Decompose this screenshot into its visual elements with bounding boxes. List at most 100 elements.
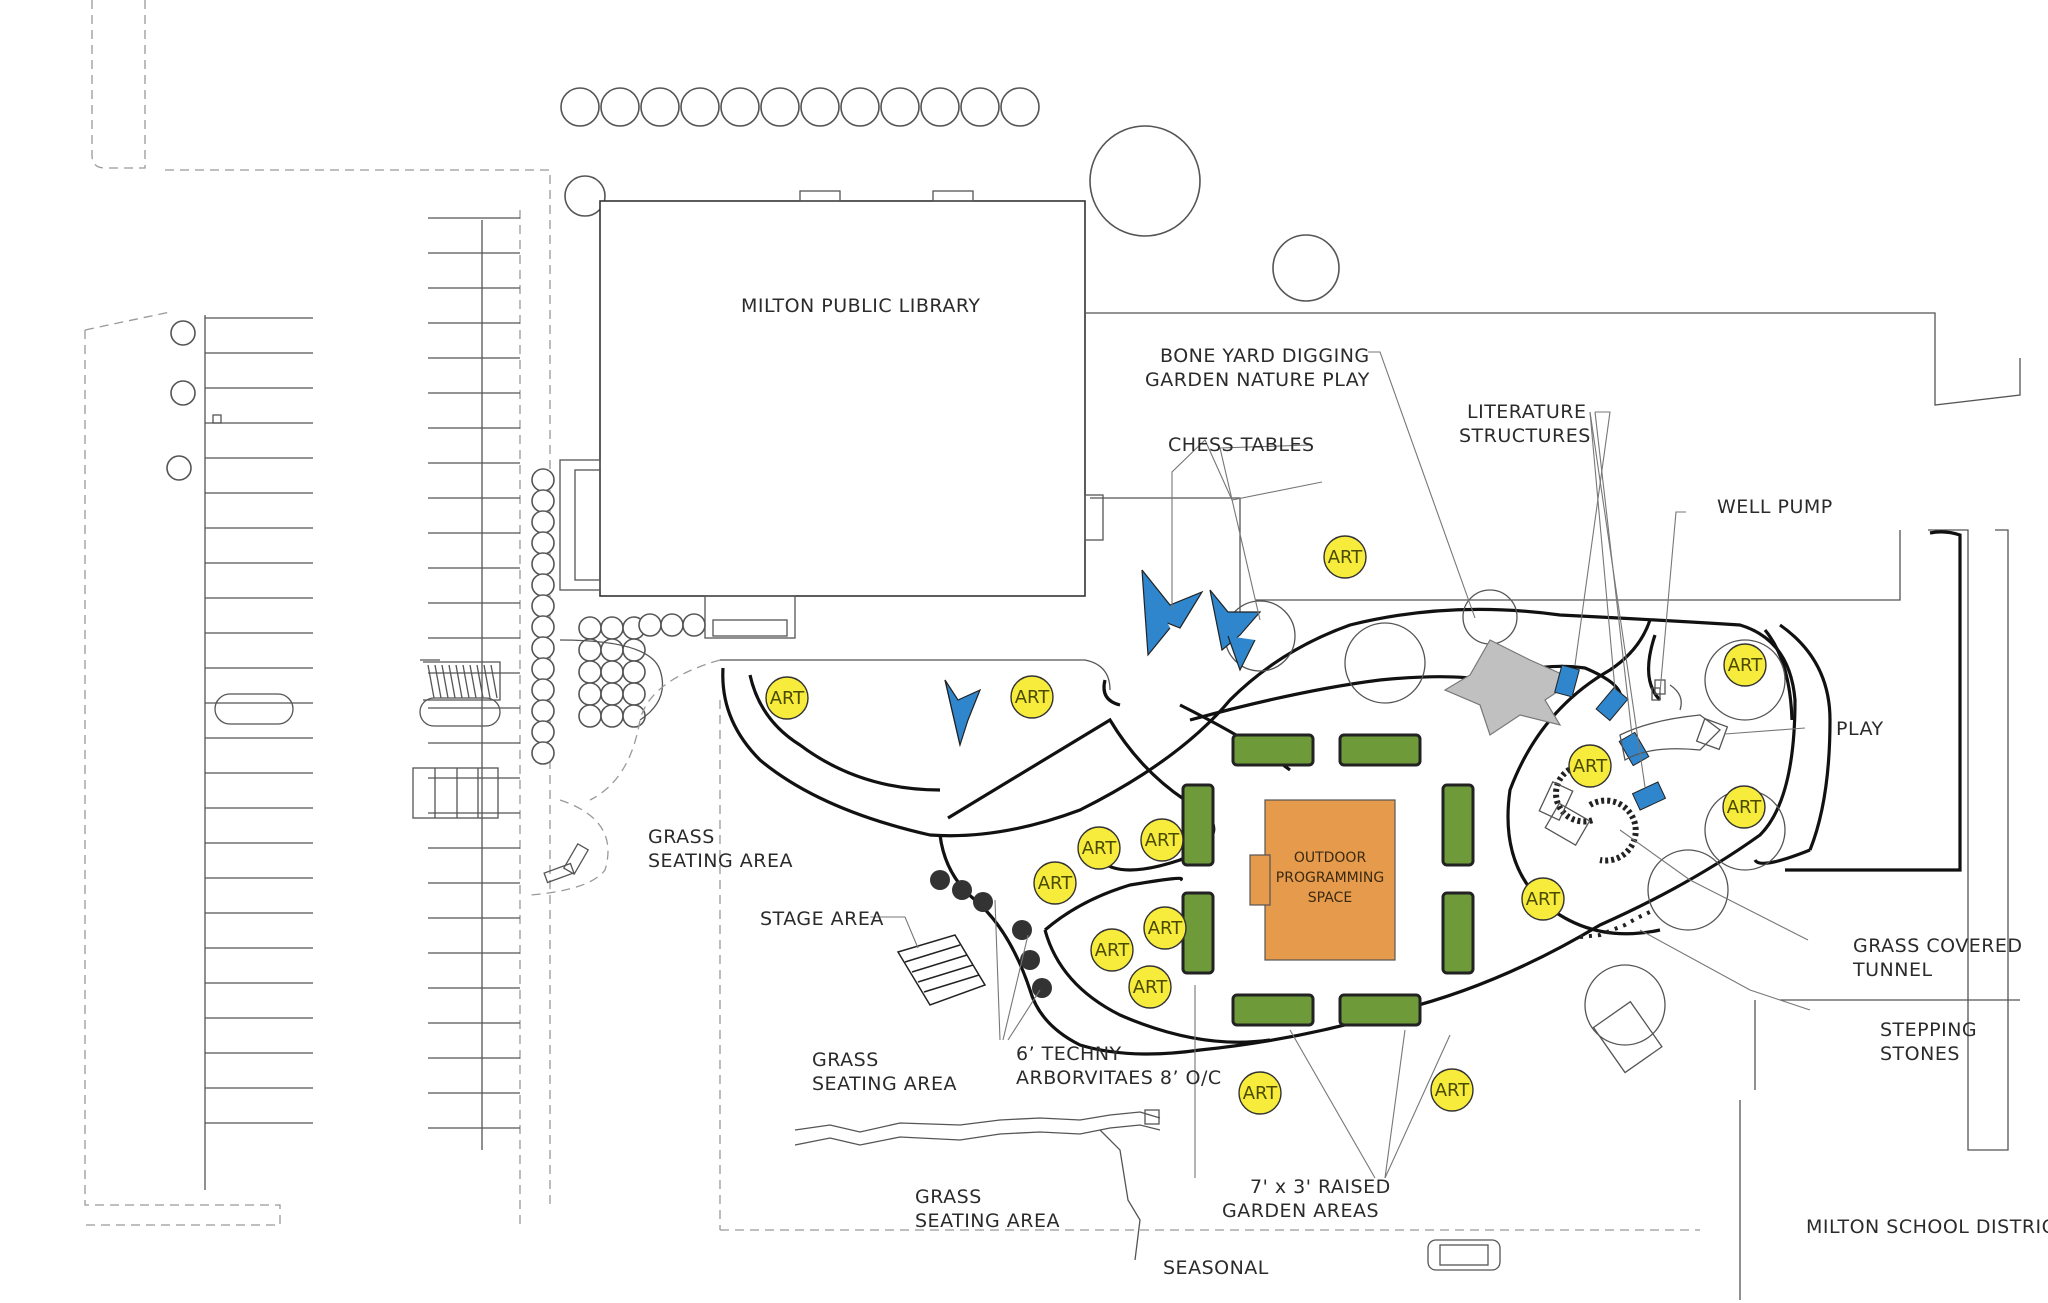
wall-edge [1099,1129,1141,1261]
art-marker: ART [1090,928,1134,972]
parking-stalls-left [205,317,313,1124]
art-label: ART [1095,940,1131,961]
chess-table-sails [944,569,1262,748]
tree [1272,234,1340,302]
tree [1000,87,1040,127]
art-label: ART [1243,1083,1279,1104]
leader-lines [870,351,1811,1179]
art-label: ART [1526,889,1562,910]
seasonal-label: SEASONAL [1163,1257,1269,1279]
tree [840,87,880,127]
well-pump [1651,687,1661,701]
art-marker: ART [1521,877,1565,921]
art-marker: ART [765,676,809,720]
art-label: ART [1145,830,1181,851]
stage-area [896,934,987,1006]
outdoor-label-line2: PROGRAMMING [1276,870,1384,886]
tree [170,320,196,346]
arborvitaes [930,870,1052,998]
art-marker: ART [1323,535,1367,579]
bone-yard-label-line2: GARDEN NATURE PLAY [1145,369,1370,391]
stepping-stones-line1: STEPPING [1880,1019,1977,1041]
art-label: ART [1573,756,1609,777]
art-marker: ART [1077,826,1121,870]
school-district-label: MILTON SCHOOL DISTRICT [1806,1216,2048,1238]
tree [760,87,800,127]
library-building: MILTON PUBLIC LIBRARY [559,190,1104,639]
tree [170,380,196,406]
library-label: MILTON PUBLIC LIBRARY [741,295,980,317]
fence-line [1255,530,1901,601]
walking-path [721,530,1962,1056]
art-label: ART [1148,918,1184,939]
retaining-wall [794,1124,1161,1146]
arborvitae-label-line2: ARBORVITAES 8’ O/C [1016,1067,1222,1089]
art-label: ART [770,688,806,709]
plan-labels: BONE YARD DIGGING GARDEN NATURE PLAY CHE… [648,345,2048,1279]
stairs [1144,1109,1160,1125]
bike-rack [423,661,501,701]
well-pump-label: WELL PUMP [1717,496,1833,518]
art-label: ART [1728,655,1764,676]
literature-label-line2: STRUCTURES [1459,425,1591,447]
shed [1592,1000,1663,1074]
curb [720,659,1111,691]
literature-label-line1: LITERATURE [1467,401,1586,423]
tree [640,87,680,127]
grass-seating-3-line2: SEATING AREA [915,1210,1060,1232]
art-label: ART [1435,1080,1471,1101]
canopy-outlines [1224,589,1786,1046]
tree [166,455,192,481]
outdoor-programming-space: OUTDOOR PROGRAMMING SPACE [1249,799,1396,961]
bench [543,842,590,884]
art-marker: ART [1722,785,1766,829]
art-marker: ART [1143,906,1187,950]
art-marker: ART [1430,1068,1474,1112]
tree [680,87,720,127]
tree [560,87,600,127]
grass-seating-2-line1: GRASS [812,1049,879,1071]
parking-island [419,697,501,727]
art-label: ART [1082,838,1118,859]
art-markers: ART ART ART ART ART ART ART ART ART ART ART ART ART A… [765,535,1767,1115]
grass-seating-1-line1: GRASS [648,826,715,848]
tree [960,87,1000,127]
art-label: ART [1328,547,1364,568]
stepping-stones-line2: STONES [1880,1043,1960,1065]
art-marker: ART [1033,861,1077,905]
art-label: ART [1015,687,1051,708]
tree-row [560,87,1040,127]
parking-lot [84,0,1700,1231]
art-marker: ART [1238,1071,1282,1115]
tree [600,87,640,127]
tree [564,175,606,217]
art-marker: ART [1723,643,1767,687]
arborvitae-label-line1: 6’ TECHNY [1016,1043,1122,1065]
parking-stalls-middle [428,217,520,1129]
play-label: PLAY [1836,718,1884,740]
property-line-east [1928,529,2009,1151]
tree [800,87,840,127]
literature-structures [1554,664,1667,811]
art-label: ART [1038,873,1074,894]
art-marker: ART [1140,818,1184,862]
grass-seating-2-line2: SEATING AREA [812,1073,957,1095]
tunnel-label-line1: GRASS COVERED [1853,935,2023,957]
curb [559,639,664,721]
raised-garden-label-line2: GARDEN AREAS [1222,1200,1379,1222]
vehicle [1427,1239,1501,1271]
property-line [1085,312,2021,406]
large-tree [1089,125,1201,237]
raised-garden-label-line1: 7' x 3' RAISED [1250,1176,1391,1198]
chess-tables-label: CHESS TABLES [1168,434,1315,456]
art-label: ART [1727,797,1763,818]
tree [920,87,960,127]
grass-seating-3-line1: GRASS [915,1186,982,1208]
tree [880,87,920,127]
grass-covered-tunnel [1538,764,1639,864]
art-marker: ART [1128,965,1172,1009]
parking-island [214,693,294,725]
outdoor-label-line3: SPACE [1308,890,1352,906]
art-marker: ART [1010,675,1054,719]
